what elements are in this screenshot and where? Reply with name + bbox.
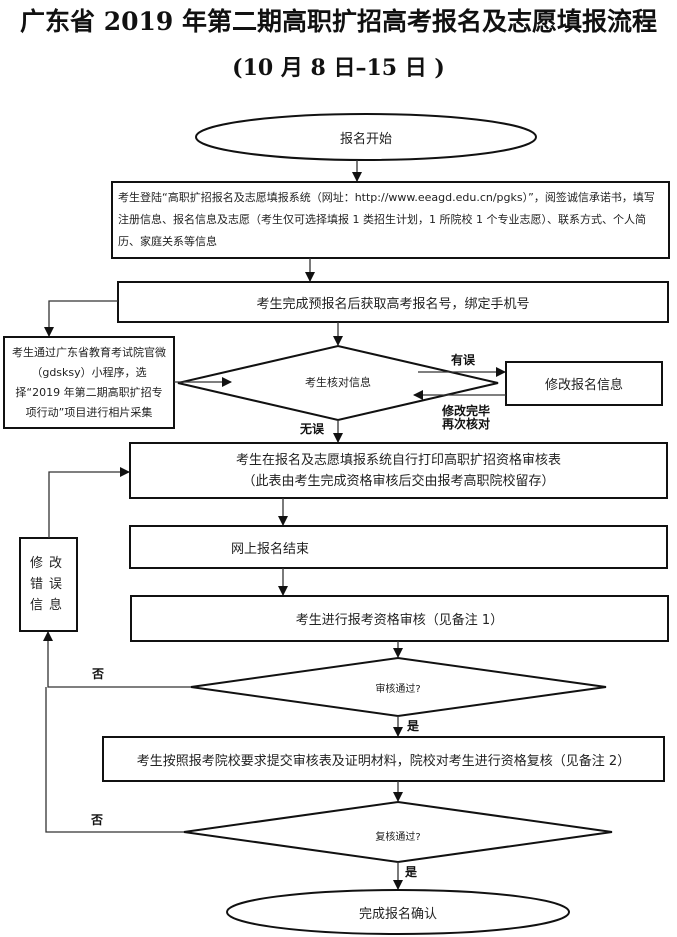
submit-materials-box bbox=[102, 736, 665, 782]
arrow-preregister-to-photo bbox=[44, 300, 118, 337]
pre-register-text: 考生完成预报名后获取高考报名号，绑定手机号 bbox=[256, 296, 530, 312]
start-label: 报名开始 bbox=[339, 131, 392, 147]
recheck-passed-text: 复核通过? bbox=[375, 831, 421, 843]
label-modified-line1: 修改完毕 bbox=[442, 404, 491, 418]
online-end-box bbox=[129, 525, 668, 569]
online-end-text: 网上报名结束 bbox=[230, 541, 309, 557]
label-no-error: 无误 bbox=[300, 422, 325, 436]
arrow-fix-to-print bbox=[48, 467, 130, 538]
label-recheck-yes: 是 bbox=[405, 865, 418, 879]
login-text: 考生登陆“高职扩招报名及志愿填报系统（网址：http://www.eeagd.e… bbox=[118, 191, 655, 248]
pre-register-box bbox=[117, 281, 669, 323]
page-subtitle: (10 月 8 日–15 日 ) bbox=[232, 55, 445, 81]
label-review-yes: 是 bbox=[407, 719, 420, 733]
check-info-decision bbox=[177, 344, 499, 422]
review-passed-text: 审核通过? bbox=[375, 683, 421, 695]
label-recheck-no: 否 bbox=[91, 813, 104, 827]
end-label: 完成报名确认 bbox=[358, 906, 437, 922]
photo-box bbox=[3, 336, 175, 429]
print-form-line2: （此表由考生完成资格审核后交由报考高职院校留存） bbox=[242, 474, 555, 489]
label-modified-line2: 再次核对 bbox=[442, 417, 491, 431]
photo-text: 考生通过广东省教育考试院官微（gdsksy）小程序，选择“2019 年第二期高职… bbox=[12, 346, 166, 419]
page-title: 广东省 2019 年第二期高职扩招高考报名及志愿填报流程 bbox=[20, 7, 657, 36]
start-terminal bbox=[195, 113, 537, 161]
label-has-error: 有误 bbox=[451, 353, 476, 367]
print-form-text: 考生在报名及志愿填报系统自行打印高职扩招资格审核表 （此表由考生完成资格审核后交… bbox=[130, 446, 667, 496]
line-recheck-no bbox=[45, 687, 184, 833]
print-form-line1: 考生在报名及志愿填报系统自行打印高职扩招资格审核表 bbox=[235, 453, 561, 468]
qualification-review-box bbox=[130, 595, 669, 642]
qualification-review-text: 考生进行报考资格审核（见备注 1） bbox=[295, 613, 504, 628]
fix-errors-text: 修改错误信息 bbox=[29, 555, 68, 613]
modify-info-box bbox=[505, 361, 663, 406]
modify-info-text: 修改报名信息 bbox=[544, 378, 623, 393]
review-passed-decision bbox=[190, 656, 607, 718]
end-terminal bbox=[226, 889, 570, 935]
submit-materials-text: 考生按照报考院校要求提交审核表及证明材料，院校对考生进行资格复核（见备注 2） bbox=[136, 753, 631, 769]
print-form-box bbox=[129, 442, 668, 499]
check-info-text: 考生核对信息 bbox=[305, 376, 371, 389]
arrow-review-no-to-fix bbox=[43, 631, 191, 688]
label-review-no: 否 bbox=[92, 667, 105, 681]
login-box bbox=[111, 181, 670, 259]
recheck-passed-decision bbox=[183, 800, 613, 864]
